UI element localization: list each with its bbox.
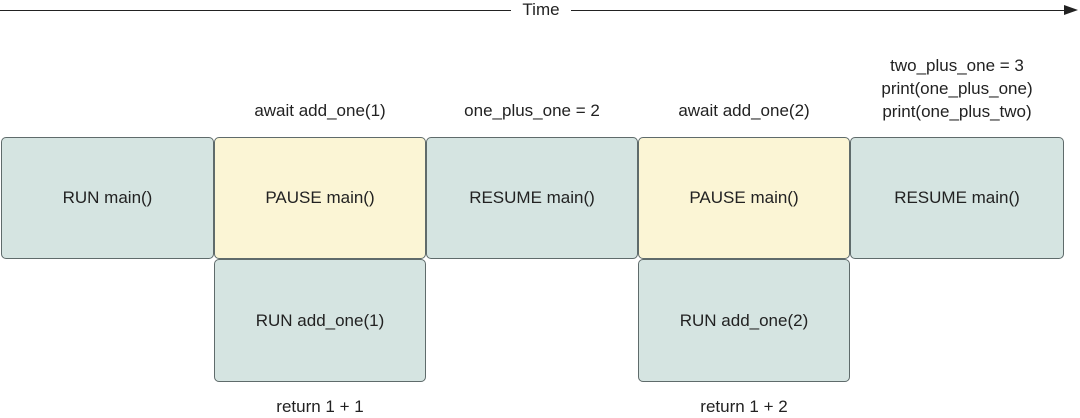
step-pause-main-1: PAUSE main() xyxy=(214,137,426,259)
timeline-label: Time xyxy=(522,0,560,19)
step-label: RESUME main() xyxy=(894,188,1020,207)
step-run-main: RUN main() xyxy=(1,137,214,259)
step-run-add-one-2: RUN add_one(2) xyxy=(638,259,850,382)
step-resume-main-2: RESUME main() xyxy=(850,137,1064,259)
step-run-add-one-1: RUN add_one(1) xyxy=(214,259,426,382)
step-resume-main-1: RESUME main() xyxy=(426,137,638,259)
step-label: PAUSE main() xyxy=(265,188,375,207)
annotation-line: print(one_plus_two) xyxy=(882,102,1032,121)
annotation-await-add-one-2: await add_one(2) xyxy=(678,101,810,120)
annotation-final-statements: two_plus_one = 3 print(one_plus_one) pri… xyxy=(850,54,1064,123)
annotation-await-add-one-1: await add_one(1) xyxy=(254,101,386,120)
timeline-arrow-icon xyxy=(1064,5,1078,15)
step-label: RUN add_one(1) xyxy=(255,310,385,330)
step-label: RUN main() xyxy=(62,188,153,207)
annotation-return-1: return 1 + 1 xyxy=(276,397,364,416)
annotation-one-plus-one: one_plus_one = 2 xyxy=(464,101,600,120)
step-label: PAUSE main() xyxy=(689,188,799,207)
annotation-line: two_plus_one = 3 xyxy=(890,56,1024,75)
step-label: RUN add_one(2) xyxy=(679,310,809,330)
annotation-line: print(one_plus_one) xyxy=(881,79,1033,98)
step-pause-main-2: PAUSE main() xyxy=(638,137,850,259)
timeline-axis-left xyxy=(0,10,511,11)
annotation-return-2: return 1 + 2 xyxy=(700,397,788,416)
timeline-axis-right xyxy=(571,10,1065,11)
step-label: RESUME main() xyxy=(469,188,595,207)
